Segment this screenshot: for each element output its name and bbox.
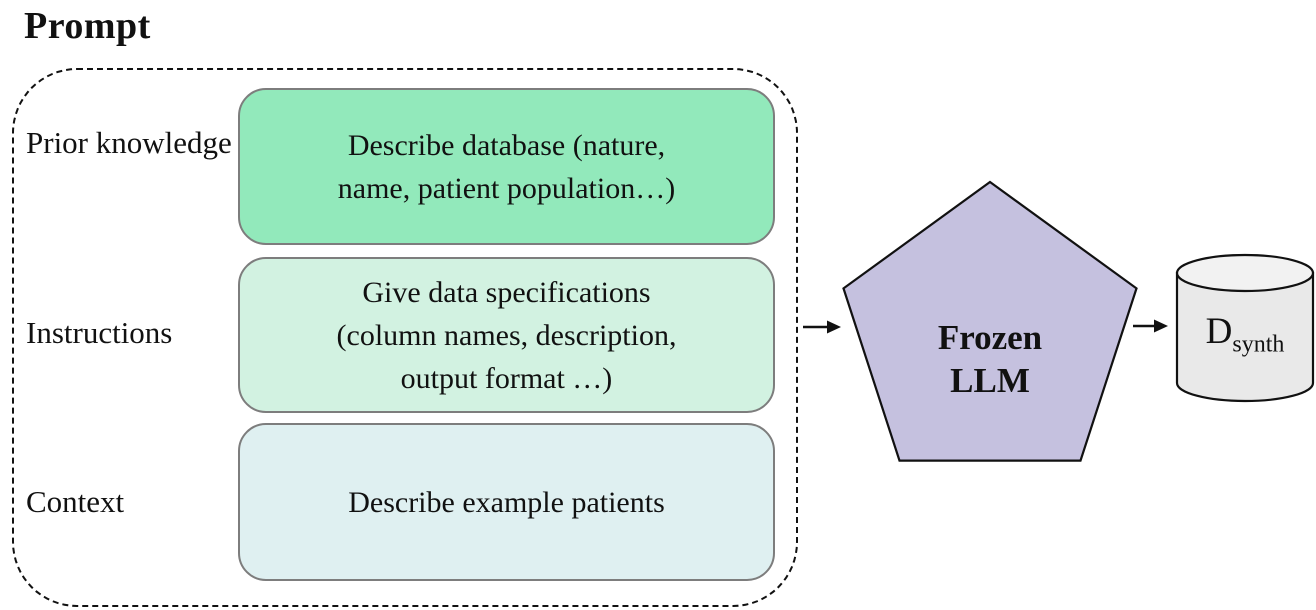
arrow-right-icon	[1133, 319, 1168, 333]
dsynth-subscript: synth	[1232, 331, 1285, 358]
instructions-box: Give data specifications (column names, …	[238, 257, 775, 413]
llm-label: Frozen LLM	[890, 316, 1090, 402]
prior-knowledge-box-line: name, patient population…)	[337, 171, 676, 205]
llm-label-line: LLM	[950, 361, 1030, 400]
context-box: Describe example patients	[238, 423, 775, 581]
dsynth-label: Dsynth	[1177, 310, 1313, 356]
llm-label-line: Frozen	[937, 318, 1043, 357]
prior-knowledge-box: Describe database (nature, name, patient…	[238, 88, 775, 245]
prior-knowledge-box-line: Describe database (nature,	[347, 128, 666, 162]
diagram-title: Prompt	[24, 5, 151, 47]
label-prior-knowledge: Prior knowledge	[26, 125, 232, 160]
dsynth-symbol: D	[1205, 311, 1233, 352]
instructions-box-line: Give data specifications	[362, 275, 651, 309]
context-box-line: Describe example patients	[348, 485, 665, 519]
label-context: Context	[26, 484, 125, 519]
label-instructions: Instructions	[26, 315, 173, 350]
instructions-box-line: output format …)	[400, 361, 613, 395]
prompt-group-border	[12, 68, 798, 607]
instructions-box-line: (column names, description,	[336, 318, 677, 352]
arrow-right-icon	[803, 320, 841, 334]
